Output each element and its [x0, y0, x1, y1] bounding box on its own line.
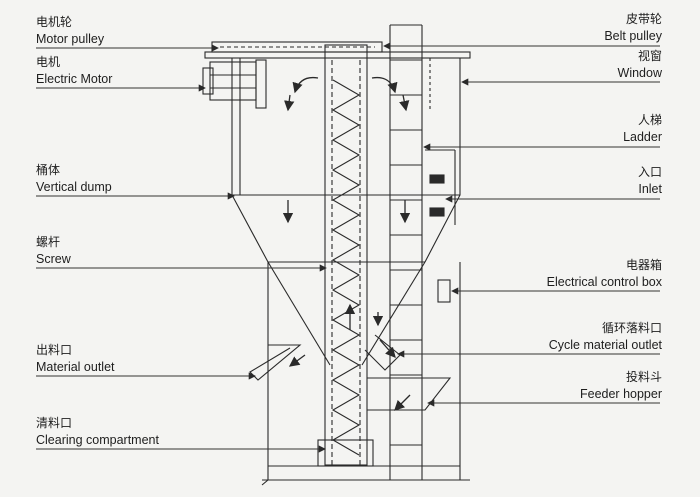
motor-pulley-zh-label: 电机轮: [36, 15, 73, 29]
belt-pulley-label: Belt pulley: [604, 29, 662, 43]
inlet-zh-label: 入口: [637, 165, 662, 179]
feeder-hopper-zh-label: 投料斗: [625, 370, 662, 384]
material-outlet-zh-label: 出料口: [36, 343, 73, 357]
electrical-control-box-label: Electrical control box: [546, 275, 662, 289]
material-outlet-label: Material outlet: [36, 360, 115, 374]
material-outlet: [249, 344, 302, 381]
electric-motor: [209, 61, 257, 101]
window-zh-label: 视窗: [637, 49, 662, 63]
clearing-compartment-label: Clearing compartment: [36, 433, 159, 447]
cycle-material-outlet: [364, 334, 401, 371]
vertical-dump-zh-label: 桶体: [36, 163, 61, 177]
ladder-zh-label: 人梯: [637, 113, 662, 127]
feeder-hopper-label: Feeder hopper: [579, 387, 662, 401]
leader-lines: [36, 42, 660, 453]
ladder-label: Ladder: [623, 130, 662, 144]
screw-label: Screw: [36, 252, 71, 266]
inlet-label: Inlet: [638, 182, 662, 196]
ladder: [389, 24, 423, 480]
cycle-material-outlet-zh-label: 循环落料口: [601, 321, 662, 335]
electric-motor-label: Electric Motor: [36, 72, 113, 86]
clearing-compartment: [317, 439, 374, 467]
electrical-control-box: [437, 279, 451, 303]
clearing-compartment-zh-label: 清料口: [36, 416, 73, 430]
window-label: Window: [617, 66, 662, 80]
flow-arrow-icon: [282, 76, 411, 411]
cycle-material-outlet-label: Cycle material outlet: [548, 338, 662, 352]
vertical-dump-left-wall: [231, 58, 269, 480]
motor-pulley-label: Motor pulley: [36, 32, 105, 46]
screw-tube: [324, 44, 368, 466]
inlet: [429, 174, 445, 184]
electrical-control-box-zh-label: 电器箱: [625, 258, 662, 272]
screw-zh-label: 螺杆: [36, 235, 61, 249]
feeder-hopper: [367, 377, 452, 411]
electric-motor-zh-label: 电机: [36, 55, 61, 69]
top-plate: [204, 51, 471, 59]
screw: [331, 79, 361, 456]
belt-pulley-zh-label: 皮带轮: [625, 12, 662, 26]
vertical-dump-label: Vertical dump: [36, 180, 112, 194]
